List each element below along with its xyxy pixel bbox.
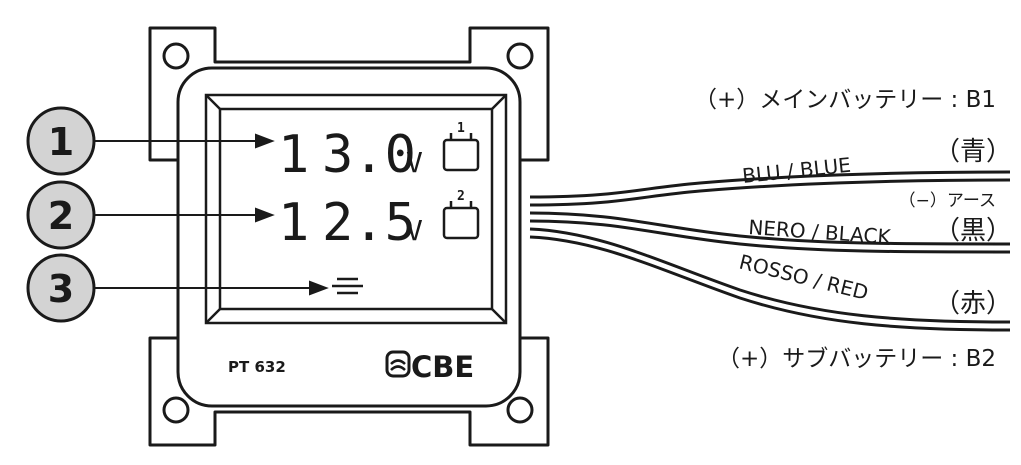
brand-logo: CBE bbox=[411, 350, 474, 384]
lcd-bezel bbox=[204, 93, 508, 325]
red-wire-color: （赤） bbox=[934, 289, 1012, 319]
reading-2-value: 2.5 bbox=[322, 193, 416, 253]
reading-1-unit: V bbox=[406, 146, 423, 179]
lcd-line-2: 1 2.5 V 2 bbox=[278, 189, 480, 253]
battery-2-icon bbox=[442, 201, 480, 240]
callout-3: 3 bbox=[26, 253, 96, 323]
cbe-logo-icon bbox=[385, 350, 411, 378]
blue-wire-color: （青） bbox=[934, 137, 1012, 167]
wires bbox=[529, 170, 1011, 332]
reading-1-tens: 1 bbox=[278, 125, 309, 185]
mounting-holes bbox=[162, 42, 534, 424]
callout-2-number: 2 bbox=[48, 194, 74, 238]
earth-label: （−）アース bbox=[899, 191, 996, 211]
screw-hole-bottom-left bbox=[162, 396, 190, 424]
screw-hole-top-right bbox=[506, 42, 534, 70]
black-wire-color: （黒） bbox=[934, 216, 1012, 246]
red-wire bbox=[529, 227, 1011, 332]
black-wire bbox=[529, 211, 1011, 254]
reading-1-value: 3.0 bbox=[322, 125, 416, 185]
leader-lines bbox=[94, 133, 329, 296]
callout-3-number: 3 bbox=[48, 267, 74, 311]
panel-face bbox=[176, 66, 522, 408]
battery-1-icon bbox=[442, 133, 480, 172]
callout-2: 2 bbox=[26, 180, 96, 250]
screw-hole-top-left bbox=[162, 42, 190, 70]
ground-symbol-icon bbox=[332, 277, 363, 295]
callout-1: 1 bbox=[26, 106, 96, 176]
main-battery-label: （+）メインバッテリー : B1 bbox=[694, 87, 996, 113]
model-label: PT 632 bbox=[228, 358, 286, 376]
battery-2-index: 2 bbox=[457, 189, 465, 204]
reading-2-unit: V bbox=[406, 214, 423, 247]
callout-1-number: 1 bbox=[48, 120, 74, 164]
arrowhead-3 bbox=[309, 280, 329, 296]
sub-battery-label: （+）サブバッテリー : B2 bbox=[717, 346, 996, 372]
arrowhead-2 bbox=[255, 207, 275, 223]
reading-2-tens: 1 bbox=[278, 193, 309, 253]
battery-1-index: 1 bbox=[457, 121, 465, 136]
arrowhead-1 bbox=[255, 133, 275, 149]
blue-wire bbox=[529, 170, 1011, 207]
screw-hole-bottom-right bbox=[506, 396, 534, 424]
black-wire-name: NERO / BLACK bbox=[748, 215, 893, 249]
lcd-line-1: 1 3.0 V 1 bbox=[278, 121, 480, 185]
